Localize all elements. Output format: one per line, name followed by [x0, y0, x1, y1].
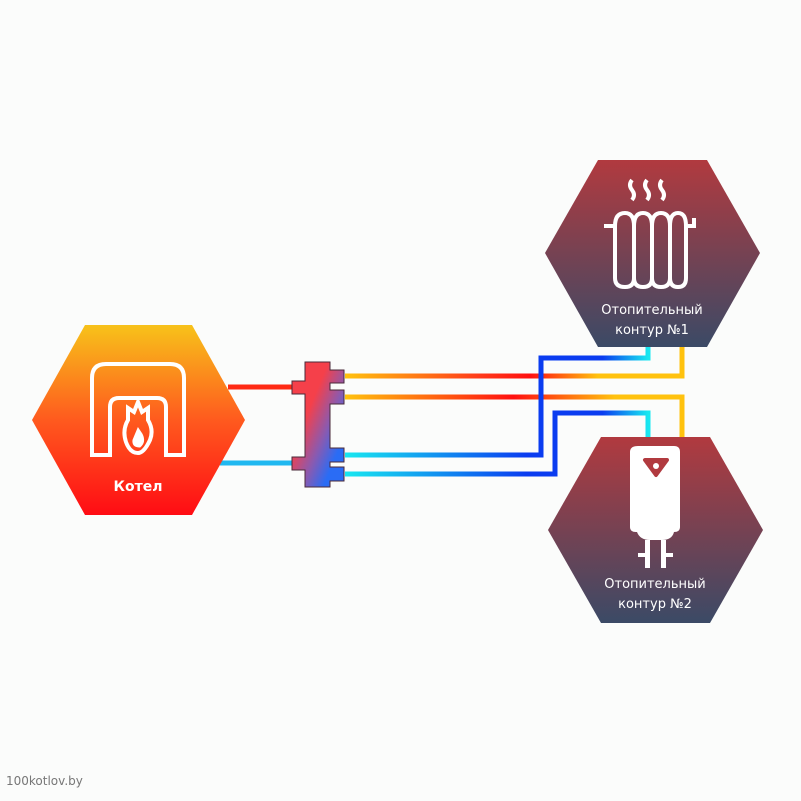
boiler-label: Котел: [114, 479, 163, 495]
circuit1-label-line1: Отопительный: [601, 303, 702, 318]
hydraulic-separator: [291, 361, 345, 488]
circuit2-return-pipe: [345, 410, 651, 477]
boiler-node: Котел: [32, 325, 245, 515]
radiator-icon: [604, 178, 696, 290]
circuit2-label-line2: контур №2: [618, 597, 692, 612]
circuit2-label-line1: Отопительный: [604, 577, 705, 592]
circuit1-label-line2: контур №1: [615, 323, 689, 338]
watermark: 100kotlov.by: [6, 774, 83, 788]
circuit2-node: Отопительный контур №2: [548, 437, 763, 623]
flame-icon: [122, 396, 154, 456]
pipes: [220, 347, 685, 477]
water-heater-icon: [630, 446, 680, 568]
circuit1-return-pipe: [345, 347, 651, 458]
circuit1-supply-pipe: [345, 347, 685, 379]
circuit1-node: Отопительный контур №1: [545, 160, 760, 347]
boiler-icon: [90, 362, 186, 457]
circuit2-supply-pipe: [345, 394, 685, 437]
